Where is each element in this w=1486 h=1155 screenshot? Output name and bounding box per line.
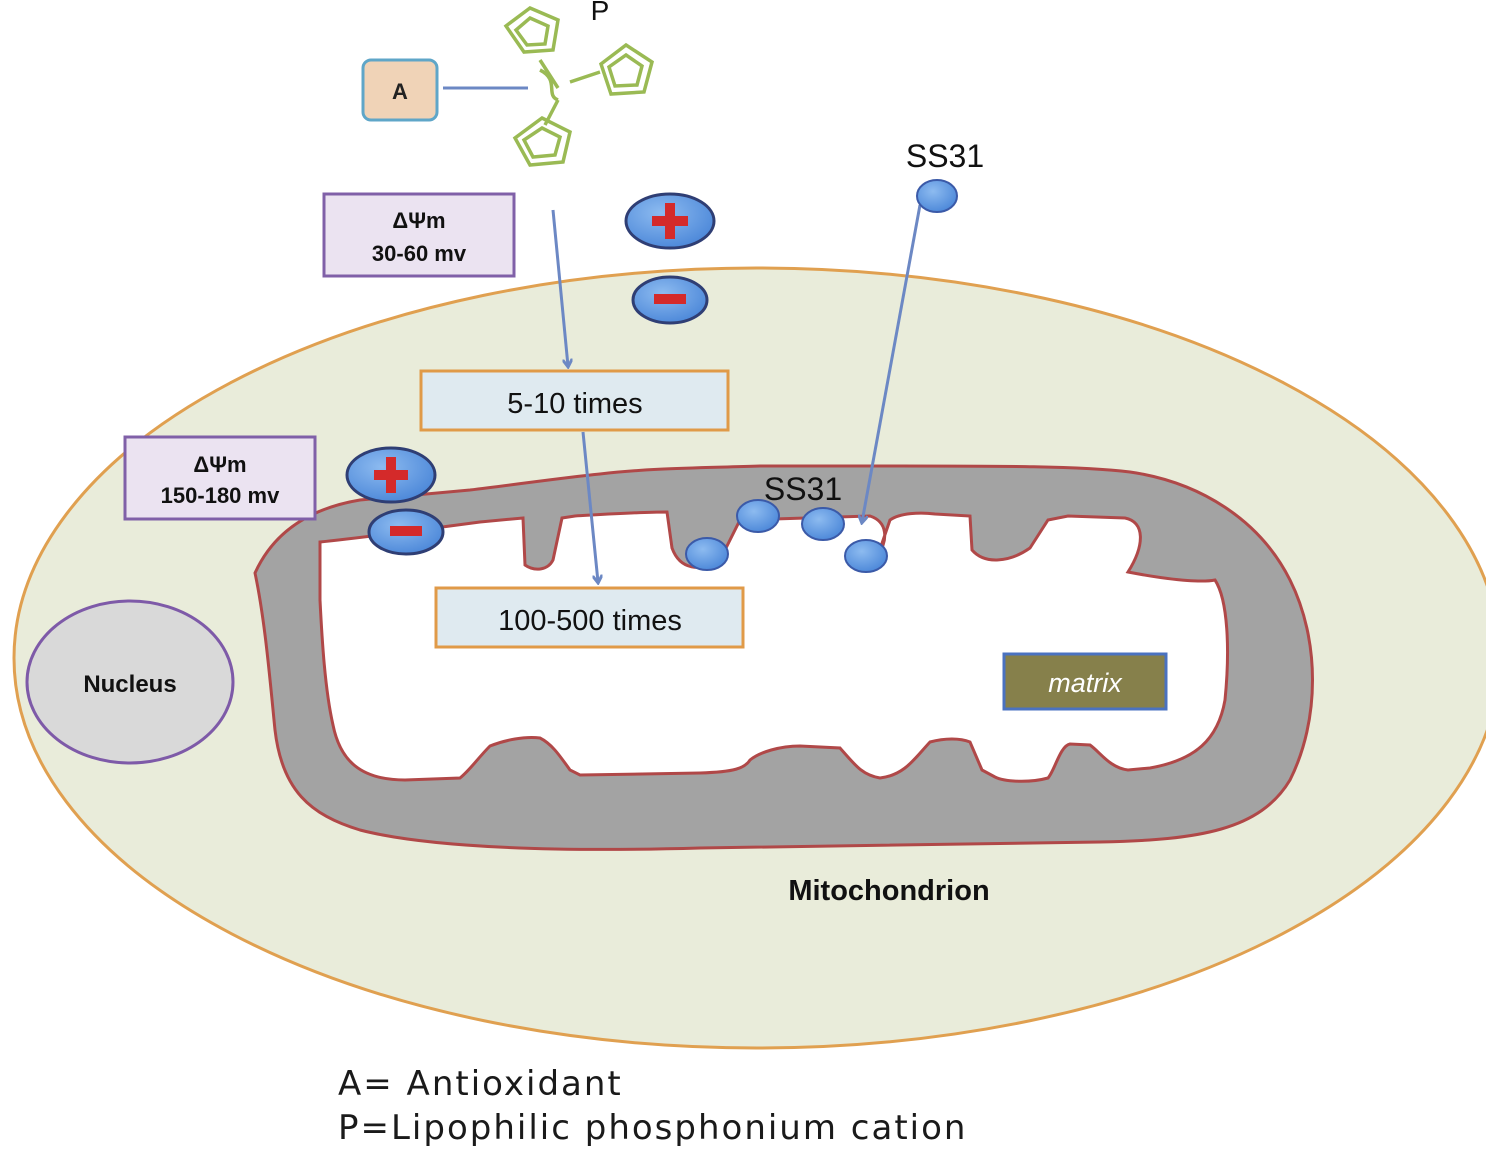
accumulation-inner-label: 100-500 times: [498, 605, 682, 637]
ss31-arrow: [862, 204, 922, 522]
inner-potential-box: [123, 435, 317, 521]
nucleus-label: Nucleus: [83, 671, 176, 698]
inner-potential-title: ΔΨm: [193, 452, 246, 477]
matrix-label: matrix: [1048, 668, 1123, 698]
accumulation-outer-box: [419, 369, 730, 432]
matrix-box: [1002, 652, 1168, 711]
outer-potential-value: 30-60 mv: [372, 241, 467, 266]
ss31-outside-label: SS31: [906, 138, 984, 174]
inner-negative-charge: [367, 508, 445, 556]
ss31-peptide-bound: [685, 537, 729, 571]
nucleus: [25, 599, 235, 765]
outer-negative-charge: [631, 275, 709, 325]
inner-potential-value: 150-180 mv: [161, 483, 280, 508]
outer-positive-charge: [624, 192, 716, 250]
outer-potential-title: ΔΨm: [392, 208, 445, 233]
ss31-peptide-bound: [844, 539, 888, 573]
outer-potential-box: [322, 192, 516, 278]
ss31-peptide-bound: [801, 507, 845, 541]
phosphonium-label: P: [591, 0, 610, 26]
phosphonium-cation: [503, 5, 655, 167]
uptake-arrow-inner: [581, 431, 598, 582]
ss31-peptide-bound: [736, 499, 780, 533]
accumulation-outer-label: 5-10 times: [507, 388, 642, 420]
inner-positive-charge: [345, 446, 437, 504]
ss31-peptide-outside: [916, 179, 958, 213]
mitochondrion-label: Mitochondrion: [788, 875, 989, 907]
uptake-arrow-outer: [551, 209, 568, 366]
accumulation-inner-box: [434, 586, 745, 649]
legend-phosphonium: P=Lipophilic phosphonium cation: [338, 1108, 968, 1148]
legend-antioxidant: A= Antioxidant: [338, 1064, 623, 1104]
ss31-inside-label: SS31: [764, 471, 842, 507]
antioxidant-box: [361, 58, 439, 122]
antioxidant-box-label: A: [392, 79, 408, 104]
